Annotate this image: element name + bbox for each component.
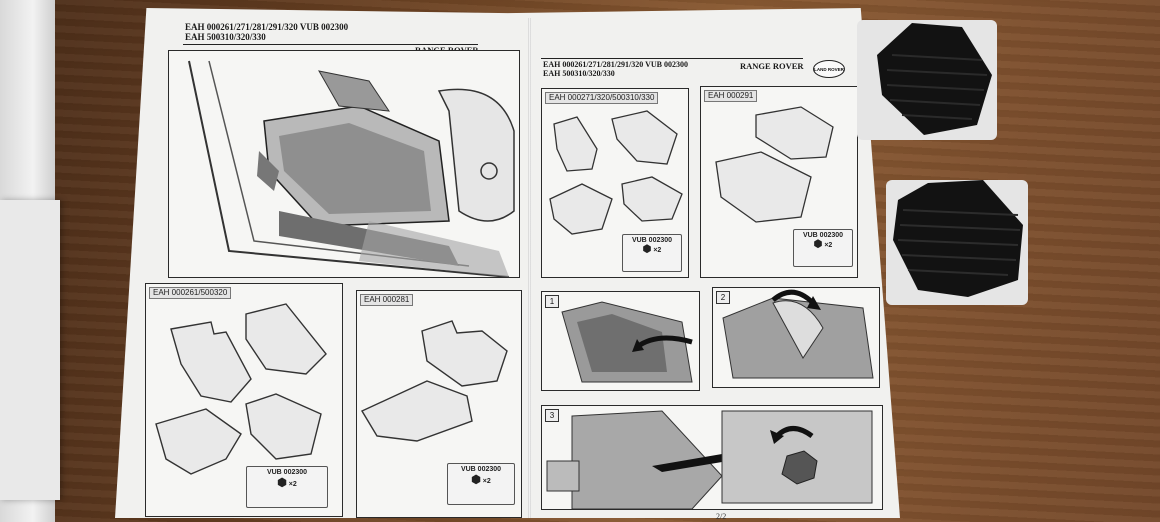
right-header-rule [541,58,803,59]
mat-set-b-label: EAH 000281 [360,294,414,306]
hexagon-clip-icon: ⬢ [642,244,652,255]
right-brand: RANGE ROVER [740,61,804,71]
step-3-drawing [546,410,873,509]
mat-set-c-fastener-box: VUB 002300 ⬢ ×2 [622,234,682,272]
mat-set-a-qty: ×2 [288,481,297,488]
mat-set-a-fastener-box: VUB 002300 ⬢ ×2 [246,466,328,508]
step-2-drawing [722,289,874,379]
hexagon-clip-icon: ⬢ [471,474,481,486]
mat-set-c-code: VUB 002300 [631,237,673,244]
mat-set-c-label: EAH 000271/320/500310/330 [545,92,659,104]
right-header-line1: EAH 000261/271/281/291/320 VUB 002300 [543,60,688,69]
mat-set-c-panel: EAH 000271/320/500310/330 VUB 002300 ⬢ ×… [541,88,689,278]
car-interior-drawing [188,60,515,277]
mat-set-a-label: EAH 000261/500320 [149,287,232,299]
mat-set-b-drawing [360,320,508,442]
step-3-panel: 3 [541,405,883,510]
mat-set-b-panel: EAH 000281 VUB 002300 ⬢ ×2 [356,290,522,518]
mat-set-d-code: VUB 002300 [802,232,844,239]
mat-set-d-panel: EAH 000291 VUB 002300 ⬢ ×2 [700,86,858,278]
step-1-number: 1 [545,295,559,308]
mat-set-a-drawing [155,303,327,475]
mat-set-d-drawing [715,106,834,223]
mat-set-a-panel: EAH 000261/500320 VUB 002300 ⬢ ×2 [145,283,343,517]
page-number: 2/2 [716,512,727,521]
mat-set-c-qty: ×2 [653,247,662,254]
car-interior-panel [168,50,520,278]
hexagon-clip-1-drawing [857,20,997,140]
mat-set-c-drawing [549,110,683,235]
left-header-line2: EAH 500310/320/330 [185,32,266,42]
mat-set-b-qty: ×2 [482,478,491,485]
step-1-drawing [561,301,693,383]
hexagon-clip-icon: ⬢ [277,477,287,489]
mat-set-b-code: VUB 002300 [460,466,502,473]
hexagon-clip-pad-2 [878,175,1033,310]
mat-set-d-label: EAH 000291 [704,90,758,102]
mat-set-d-fastener-box: VUB 002300 ⬢ ×2 [793,229,853,267]
mat-set-d-qty: ×2 [824,242,833,249]
mat-set-b-fastener-box: VUB 002300 ⬢ ×2 [447,463,515,505]
hexagon-clip-2-drawing [886,180,1028,305]
left-header-rule [183,44,478,45]
right-header-line2: EAH 500310/320/330 [543,69,615,78]
right-land-rover-logo: LAND ROVER [813,60,845,78]
step-2-panel: 2 [712,287,880,388]
hexagon-clip-icon: ⬢ [813,239,823,250]
white-paper-stack [0,200,60,500]
mat-set-a-code: VUB 002300 [266,469,308,476]
leaflet-fold [528,18,531,518]
step-1-panel: 1 [541,291,700,391]
step-2-number: 2 [716,291,730,304]
hexagon-clip-pad-1 [852,15,1002,145]
left-header-line1: EAH 000261/271/281/291/320 VUB 002300 [185,22,349,32]
step-3-number: 3 [545,409,559,422]
